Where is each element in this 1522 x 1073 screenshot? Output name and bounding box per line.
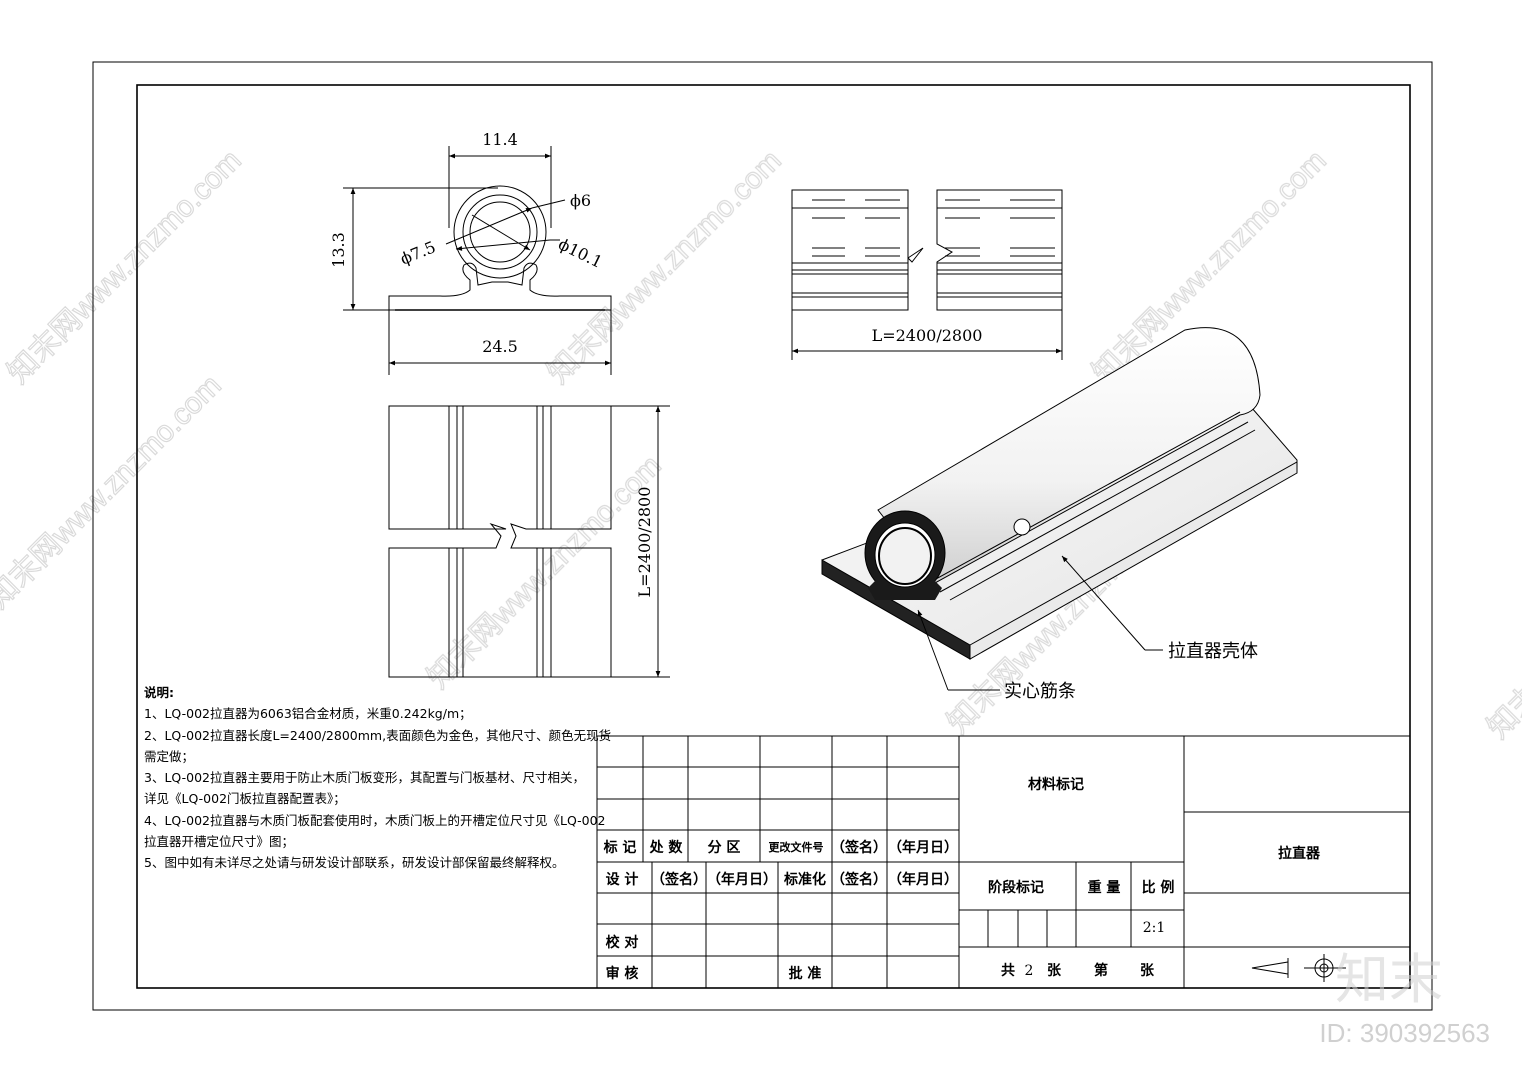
watermark-text: 知末网www.znzmo.com bbox=[2, 144, 248, 390]
dim-length-side: L=2400/2800 bbox=[635, 487, 654, 598]
rev-header-count: 处 数 bbox=[649, 839, 684, 856]
material-label: 材料标记 bbox=[1028, 776, 1084, 793]
ratio-label: 比 例 bbox=[1142, 879, 1175, 896]
ratio-value: 2:1 bbox=[1143, 920, 1166, 936]
title-block-text: 标 记 处 数 分 区 更改文件号 （签名） （年月日） 设 计 （签名） （年… bbox=[603, 776, 1321, 982]
sheets-total-value: 2 bbox=[1025, 963, 1034, 979]
watermark-text: 知末网www.znzmo.com bbox=[542, 144, 788, 390]
notes-line: 4、LQ-002拉直器与木质门板配套使用时，木质门板上的开槽定位尺寸见《LQ-0… bbox=[144, 812, 606, 828]
rev-header-sign: （签名） bbox=[831, 839, 887, 856]
standard-label: 标准化 bbox=[783, 871, 826, 888]
watermark-logo: 知末 bbox=[1335, 950, 1443, 1010]
watermark-text: 知末网www.znzmo.com bbox=[1482, 499, 1522, 745]
notes-line: 详见《LQ-002门板拉直器配置表》； bbox=[144, 791, 346, 807]
dim-dia-10-1: ϕ10.1 bbox=[555, 234, 605, 271]
check-label: 校 对 bbox=[606, 934, 639, 951]
projection-symbol-icon bbox=[1251, 954, 1346, 982]
review-label: 审 核 bbox=[606, 965, 639, 982]
watermark-layer: 知末网www.znzmo.com 知末网www.znzmo.com 知末网www… bbox=[0, 143, 1522, 745]
notes-title: 说明: bbox=[144, 685, 174, 700]
rev-header-docno: 更改文件号 bbox=[769, 840, 824, 854]
dim-dia-6: ϕ6 bbox=[570, 191, 591, 210]
watermark-text: 知末网www.znzmo.com bbox=[0, 369, 228, 615]
callout-shell: 拉直器壳体 bbox=[1168, 641, 1258, 662]
watermark-text: 知末网www.znzmo.com bbox=[422, 449, 668, 695]
dim-height: 13.3 bbox=[329, 232, 348, 268]
notes-line: 需定做； bbox=[144, 748, 195, 764]
dim-width-bottom: 24.5 bbox=[482, 337, 518, 356]
notes-block: 说明: 1、LQ-002拉直器为6063铝合金材质，米重0.242kg/m； 2… bbox=[144, 682, 612, 874]
design-label: 设 计 bbox=[606, 871, 639, 888]
notes-line: 3、LQ-002拉直器主要用于防止木质门板变形，其配置与门板基材、尺寸相关， bbox=[144, 770, 585, 786]
outer-border bbox=[92, 61, 1433, 1011]
front-view: L=2400/2800 bbox=[388, 405, 670, 678]
sheets-total-post: 张 bbox=[1047, 963, 1062, 979]
dim-length-top: L=2400/2800 bbox=[872, 326, 983, 345]
design-sign: （签名） bbox=[651, 871, 707, 888]
stage-label: 阶段标记 bbox=[988, 879, 1044, 896]
top-view: L=2400/2800 bbox=[791, 189, 1063, 360]
standard-date: （年月日） bbox=[888, 871, 958, 888]
isometric-view: 拉直器壳体 实心筋条 bbox=[821, 327, 1298, 702]
notes-line: 2、LQ-002拉直器长度L=2400/2800mm,表面颜色为金色，其他尺寸、… bbox=[144, 727, 612, 743]
rev-header-date: （年月日） bbox=[888, 839, 958, 856]
dim-width-top: 11.4 bbox=[482, 130, 518, 149]
approve-label: 批 准 bbox=[789, 965, 822, 982]
callout-rib: 实心筋条 bbox=[1004, 681, 1076, 702]
sheet-no-post: 张 bbox=[1140, 963, 1155, 979]
sheet-no-pre: 第 bbox=[1094, 962, 1108, 979]
sheets-total-pre: 共 bbox=[1001, 962, 1015, 979]
part-name: 拉直器 bbox=[1278, 845, 1321, 862]
weight-label: 重 量 bbox=[1088, 879, 1121, 896]
notes-line: 5、图中如有未详尽之处请与研发设计部联系，研发设计部保留最终解释权。 bbox=[144, 855, 565, 871]
design-date: （年月日） bbox=[707, 871, 777, 888]
rev-header-mark: 标 记 bbox=[603, 839, 637, 856]
rev-header-zone: 分 区 bbox=[708, 840, 741, 856]
watermark-id: ID: 390392563 bbox=[1319, 1018, 1490, 1048]
notes-line: 1、LQ-002拉直器为6063铝合金材质，米重0.242kg/m； bbox=[144, 706, 472, 722]
dim-dia-7-5: ϕ7.5 bbox=[398, 237, 439, 268]
standard-sign: （签名） bbox=[831, 871, 887, 888]
notes-line: 拉直器开槽定位尺寸》图； bbox=[144, 834, 295, 850]
title-block bbox=[596, 735, 1411, 989]
